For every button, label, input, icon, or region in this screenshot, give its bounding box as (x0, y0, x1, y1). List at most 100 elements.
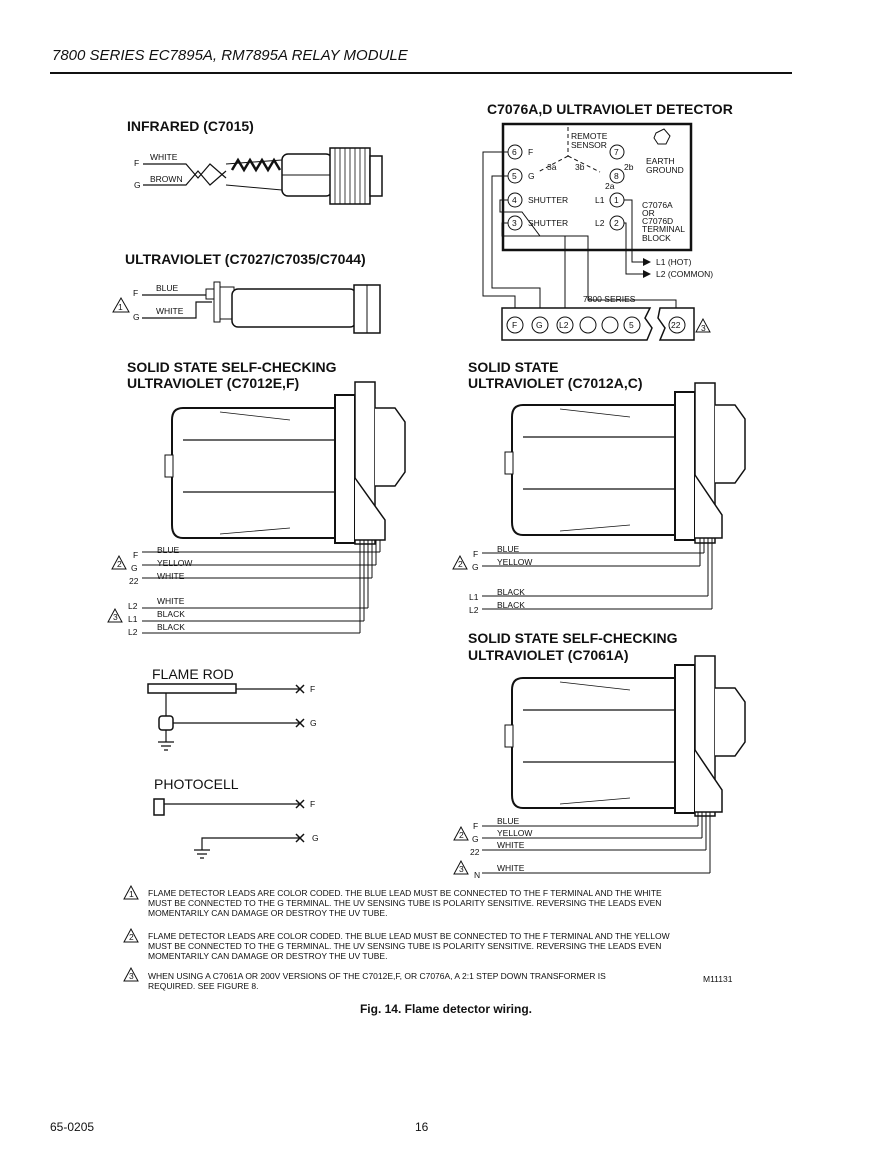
flame-rod-section: FLAME ROD F G (147, 666, 317, 751)
c7076-note-marker: 3 (701, 323, 706, 333)
note-1-line2: MUST BE CONNECTED TO THE G TERMINAL. THE… (148, 898, 661, 908)
c7012ac-lead-term-3: L1 (469, 592, 479, 602)
c7012ac-note-2: 2 (458, 559, 463, 569)
note-2-line2: MUST BE CONNECTED TO THE G TERMINAL. THE… (148, 941, 661, 951)
header-rule (50, 72, 792, 74)
photocell-title: PHOTOCELL (154, 776, 239, 792)
block-line3: C7076D (642, 216, 673, 226)
c7012ef-lead-color-5: BLACK (157, 609, 185, 619)
note-2-line1: FLAME DETECTOR LEADS ARE COLOR CODED. TH… (148, 931, 670, 941)
c7076-section: C7076A,D ULTRAVIOLET DETECTOR REMOTE SEN… (482, 101, 733, 341)
c7012ef-lead-term-2: G (131, 563, 138, 573)
c7012ef-lead-color-2: YELLOW (157, 558, 192, 568)
block-line1: C7076A (642, 200, 673, 210)
infrared-white-label: WHITE (150, 152, 178, 162)
label-2b: 2b (624, 162, 634, 172)
infrared-title: INFRARED (C7015) (127, 118, 254, 134)
c7061a-lead-term-4: N (474, 870, 480, 880)
c7061a-lead-term-3: 22 (470, 847, 480, 857)
l2-label: L2 (595, 218, 605, 228)
terminal-4: 4 (512, 195, 517, 205)
earth-ground-line2: GROUND (646, 165, 684, 175)
note-3-number: 3 (129, 971, 134, 981)
c7012ac-lead-term-1: F (473, 549, 478, 559)
l1-hot-label: L1 (HOT) (656, 257, 692, 267)
c7012ac-title-line2: ULTRAVIOLET (C7012A,C) (468, 375, 643, 391)
c7012ac-title-line1: SOLID STATE (468, 359, 558, 375)
terminal-2: 2 (614, 218, 619, 228)
flame-rod-title: FLAME ROD (152, 666, 234, 682)
terminal-6-f: F (528, 147, 533, 157)
c7012ac-lead-color-1: BLUE (497, 544, 520, 554)
drawing-id: M11131 (703, 974, 733, 984)
c7012ef-section: SOLID STATE SELF-CHECKING ULTRAVIOLET (C… (107, 359, 406, 637)
remote-sensor-line1: REMOTE (571, 131, 608, 141)
c7012ef-lead-color-4: WHITE (157, 596, 185, 606)
notes-section: 1 FLAME DETECTOR LEADS ARE COLOR CODED. … (123, 884, 733, 991)
ultraviolet-section: ULTRAVIOLET (C7027/C7035/C7044) F G 1 BL… (112, 251, 381, 334)
terminal-6: 6 (512, 147, 517, 157)
c7012ef-lead-color-6: BLACK (157, 622, 185, 632)
c7012ef-note-3: 3 (113, 612, 118, 622)
c7061a-title-line2: ULTRAVIOLET (C7061A) (468, 647, 629, 663)
c7012ac-lead-color-4: BLACK (497, 600, 525, 610)
c7012ef-title-line2: ULTRAVIOLET (C7012E,F) (127, 375, 299, 391)
c7012ef-title-line1: SOLID STATE SELF-CHECKING (127, 359, 337, 375)
terminal-5-g: G (528, 171, 535, 181)
flame-rod-f: F (310, 684, 315, 694)
infrared-brown-label: BROWN (150, 174, 183, 184)
series-label: 7800 SERIES (583, 294, 636, 304)
c7061a-lead-color-1: BLUE (497, 816, 520, 826)
block-line4: TERMINAL (642, 224, 685, 234)
c7012ac-lead-term-4: L2 (469, 605, 479, 615)
uv-blue-label: BLUE (156, 283, 179, 293)
block-line2: OR (642, 208, 655, 218)
c7012ac-lead-term-2: G (472, 562, 479, 572)
c7061a-lead-color-3: WHITE (497, 840, 525, 850)
terminal-5: 5 (512, 171, 517, 181)
c7061a-lead-term-2: G (472, 834, 479, 844)
note-2-line3: MOMENTARILY CAN DAMAGE OR DESTROY THE UV… (148, 951, 387, 961)
strip-f: F (512, 320, 517, 330)
note-2-number: 2 (129, 932, 134, 942)
c7061a-note-2: 2 (459, 830, 464, 840)
c7061a-lead-color-2: YELLOW (497, 828, 532, 838)
block-line5: BLOCK (642, 233, 671, 243)
strip-g: G (536, 320, 543, 330)
shutter-label-1: SHUTTER (528, 195, 568, 205)
infrared-section: INFRARED (C7015) F G WHITE BROWN (127, 118, 383, 205)
flame-rod-g: G (310, 718, 317, 728)
c7012ef-lead-term-1: F (133, 550, 138, 560)
note-3-line2: REQUIRED. SEE FIGURE 8. (148, 981, 259, 991)
uv-white-label: WHITE (156, 306, 184, 316)
label-2a: 2a (605, 181, 615, 191)
photocell-section: PHOTOCELL F G (153, 776, 319, 859)
c7061a-title-line1: SOLID STATE SELF-CHECKING (468, 630, 678, 646)
c7012ef-lead-term-3: 22 (129, 576, 139, 586)
c7012ef-lead-term-5: L1 (128, 614, 138, 624)
note-1-number: 1 (129, 889, 134, 899)
c7076-title: C7076A,D ULTRAVIOLET DETECTOR (487, 101, 733, 117)
note-3-line1: WHEN USING A C7061A OR 200V VERSIONS OF … (148, 971, 606, 981)
l1-label: L1 (595, 195, 605, 205)
terminal-1: 1 (614, 195, 619, 205)
strip-5: 5 (629, 320, 634, 330)
infrared-f-label: F (134, 158, 139, 168)
c7061a-lead-color-4: WHITE (497, 863, 525, 873)
page-header-title: 7800 SERIES EC7895A, RM7895A RELAY MODUL… (52, 47, 408, 64)
note-1-line1: FLAME DETECTOR LEADS ARE COLOR CODED. TH… (148, 888, 662, 898)
c7012ac-lead-color-2: YELLOW (497, 557, 532, 567)
terminal-8: 8 (614, 171, 619, 181)
label-3a: 3a (547, 162, 557, 172)
uv-note-marker: 1 (118, 302, 123, 312)
uv-f-label: F (133, 288, 138, 298)
ultraviolet-title: ULTRAVIOLET (C7027/C7035/C7044) (125, 251, 366, 267)
photocell-g: G (312, 833, 319, 843)
uv-g-label: G (133, 312, 140, 322)
c7061a-note-3: 3 (459, 864, 464, 874)
strip-l2: L2 (559, 320, 569, 330)
c7012ef-note-2: 2 (117, 559, 122, 569)
l2-common-label: L2 (COMMON) (656, 269, 713, 279)
figure-caption: Fig. 14. Flame detector wiring. (359, 1002, 533, 1016)
